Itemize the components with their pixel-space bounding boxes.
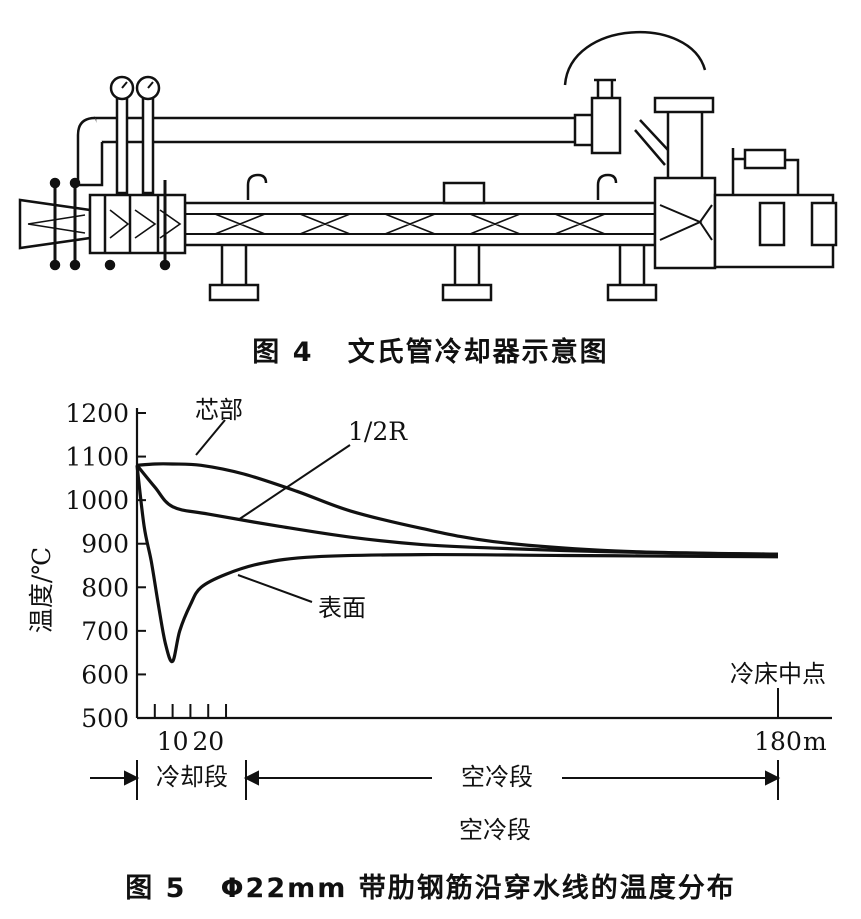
x-tick-label: 20 [192, 727, 224, 756]
figure-4-number: 图 4 [252, 337, 314, 368]
y-tick-label: 900 [81, 530, 129, 559]
upper-return-arc [563, 31, 707, 86]
leader-core [195, 419, 226, 456]
venturi-cooler-diagram [18, 31, 838, 302]
aux-cylinder [743, 148, 787, 170]
series-label-core: 芯部 [195, 396, 243, 424]
x-tick-label: 180 [754, 727, 802, 756]
surface-series-line [135, 465, 779, 664]
header-column [666, 106, 704, 185]
figure-5-title: Φ22mm 带肋钢筋沿穿水线的温度分布 [220, 873, 736, 904]
half-r-series-line [135, 464, 779, 556]
y-axis-label: 温度/℃ [27, 547, 56, 633]
mid-bracket [442, 181, 486, 205]
air-section-label-below: 空冷段 [459, 816, 531, 844]
y-tick-label: 1000 [65, 486, 129, 515]
y-tick-label: 600 [81, 660, 129, 689]
chart-axes [135, 408, 832, 720]
figure-4-title: 文氏管冷却器示意图 [347, 337, 609, 368]
top-pipe [93, 116, 587, 144]
tube-supports [208, 245, 658, 302]
y-tick-label: 1200 [65, 399, 129, 428]
series-label-surface: 表面 [318, 594, 366, 622]
figure-5-caption: 图 5 Φ22mm 带肋钢筋沿穿水线的温度分布 [0, 866, 861, 905]
x-tick-label: 10 [157, 727, 189, 756]
air-section-label: 空冷段 [461, 763, 533, 791]
figure-4-caption: 图 4 文氏管冷却器示意图 [0, 330, 861, 369]
section-arrows [90, 760, 781, 800]
chart-series [135, 462, 779, 664]
cooling-section-label: 冷却段 [156, 763, 228, 791]
gauge-pipe-1 [115, 96, 129, 195]
cold-bed-midpoint-label: 冷床中点 [730, 660, 826, 688]
y-ticks: 1200 1100 1000 900 800 700 600 500 [65, 399, 146, 733]
venturi-cells [214, 213, 606, 235]
leader-half-r [237, 444, 351, 521]
x-unit-label: m [803, 727, 827, 756]
main-cooling-tube [183, 201, 657, 247]
top-pipe-elbow [76, 116, 104, 187]
y-tick-label: 700 [81, 617, 129, 646]
series-label-half-r: 1/2R [348, 417, 408, 446]
gauge-pipe-2 [141, 96, 155, 195]
lifting-hook-left [246, 173, 268, 200]
y-tick-label: 800 [81, 573, 129, 602]
lifting-hook-right [596, 173, 618, 200]
y-tick-label: 1100 [65, 443, 129, 472]
core-series-line [136, 462, 779, 556]
outlet-housing [653, 176, 717, 270]
y-tick-label: 500 [81, 704, 129, 733]
leader-surface [237, 574, 313, 603]
figure-5-number: 图 5 [125, 873, 187, 904]
